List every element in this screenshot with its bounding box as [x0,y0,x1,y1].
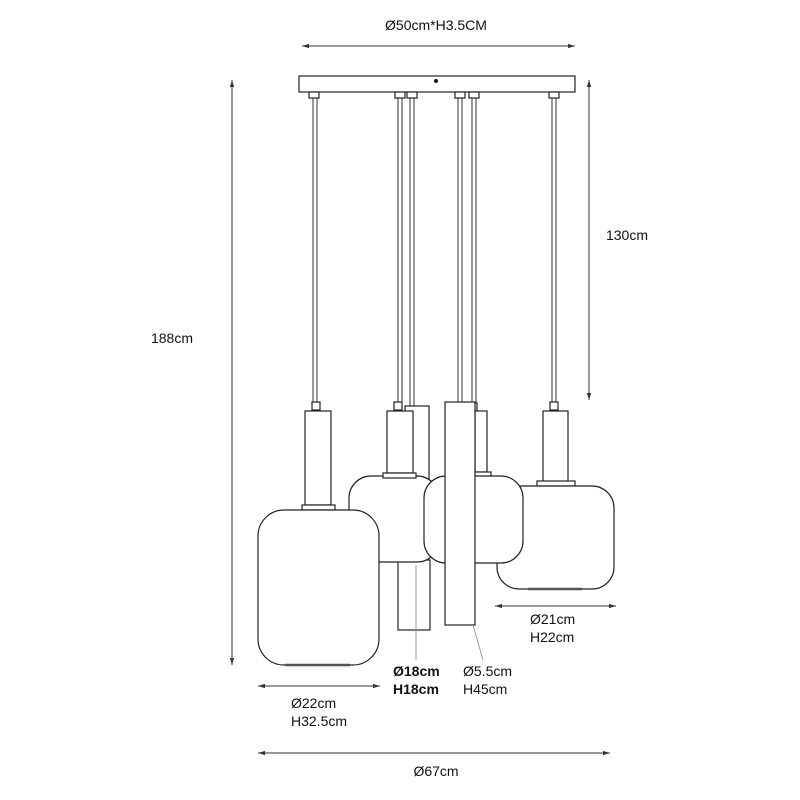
wide-height-label: H22cm [530,629,574,645]
total-diameter-label: Ø67cm [413,763,458,779]
small-diameter-label: Ø18cm [393,663,440,679]
lamp-tube [444,401,476,626]
canopy [298,75,576,99]
tube-height-label: H45cm [463,681,507,697]
cords [312,98,557,406]
dimension-lines [229,43,616,756]
large-diameter-label: Ø22cm [291,695,336,711]
small-height-label: H18cm [393,681,439,697]
wide-diameter-label: Ø21cm [530,611,575,627]
large-height-label: H32.5cm [291,713,347,729]
tube-diameter-label: Ø5.5cm [463,663,512,679]
total-height-label: 188cm [151,330,193,346]
canopy-dimension-label: Ø50cm*H3.5CM [385,17,487,33]
cord-length-label: 130cm [606,227,648,243]
lamp-large [257,401,380,667]
